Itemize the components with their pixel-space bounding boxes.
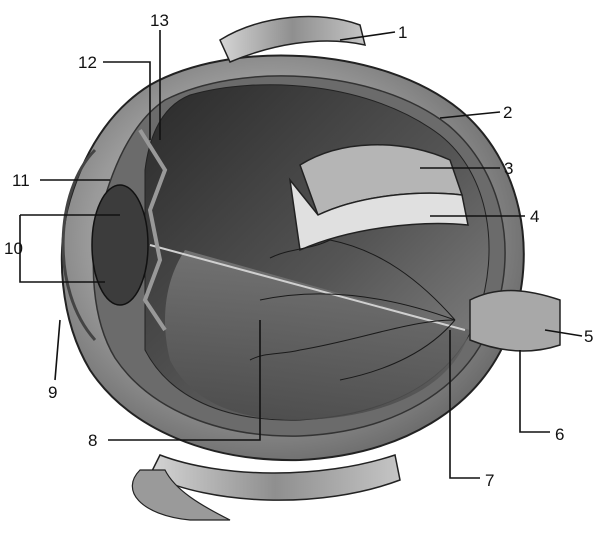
label-6: 6	[555, 425, 564, 444]
lens	[92, 185, 148, 305]
label-1: 1	[398, 23, 407, 42]
label-2: 2	[503, 103, 512, 122]
leader-9	[55, 320, 60, 380]
label-9: 9	[48, 383, 57, 402]
label-3: 3	[504, 159, 513, 178]
eyeball-illustration	[62, 17, 560, 520]
label-11: 11	[12, 171, 30, 190]
optic-nerve	[470, 291, 560, 351]
label-7: 7	[485, 471, 494, 490]
inferior-muscle	[150, 455, 400, 500]
label-8: 8	[88, 431, 97, 450]
label-13: 13	[150, 11, 169, 30]
label-10: 10	[4, 239, 23, 258]
leader-6	[520, 350, 550, 432]
label-5: 5	[584, 327, 593, 346]
label-12: 12	[78, 53, 97, 72]
label-4: 4	[530, 207, 539, 226]
